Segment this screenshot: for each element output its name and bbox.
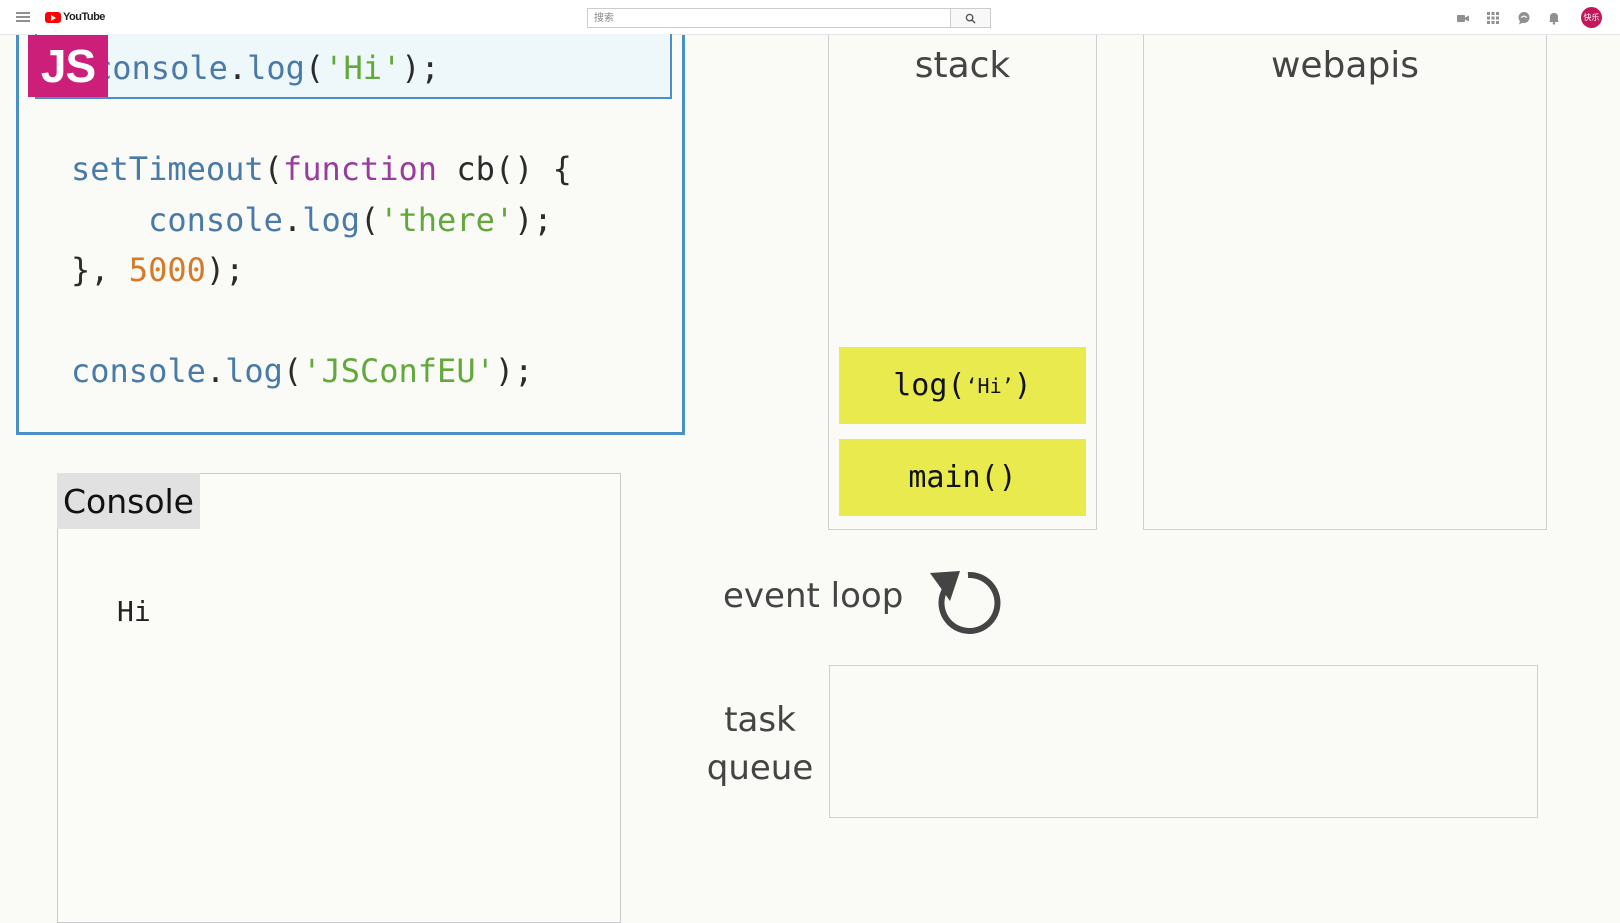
code-token: 'JSConfEU' [302, 352, 495, 390]
code-token: }, [71, 251, 129, 289]
code-token: . [282, 201, 303, 239]
search-icon [965, 13, 976, 24]
search-button[interactable] [951, 8, 991, 28]
code-line-1: console.log('Hi'); [93, 49, 440, 87]
frame-text: ) [1013, 368, 1032, 403]
js-logo: JS [28, 35, 108, 97]
code-token: ( [359, 201, 380, 239]
code-token: ( [304, 49, 325, 87]
code-token: ( [282, 352, 303, 390]
code-token: log [247, 49, 305, 87]
code-token: cb() { [437, 150, 572, 188]
frame-text: log( [893, 368, 966, 403]
task-queue-label-line2: queue [706, 748, 814, 788]
call-stack-panel: stack log(‘Hi’) main() [828, 35, 1097, 530]
youtube-play-icon [45, 11, 61, 23]
code-line-5: console.log('JSConfEU'); [71, 352, 533, 390]
hamburger-menu-icon[interactable] [16, 12, 30, 22]
code-token: log [302, 201, 360, 239]
create-video-icon[interactable] [1456, 11, 1470, 25]
code-token: setTimeout [71, 150, 264, 188]
code-token: . [205, 352, 226, 390]
notifications-bell-icon[interactable] [1547, 11, 1561, 25]
code-token: ); [205, 251, 245, 289]
stack-frame-log: log(‘Hi’) [839, 347, 1086, 424]
search-input[interactable] [587, 8, 951, 28]
event-loop-label: event loop [723, 576, 904, 616]
code-line-3: console.log('there'); [71, 201, 553, 239]
code-token: 'there' [379, 201, 515, 239]
event-loop-arrow-icon [930, 571, 1001, 634]
youtube-topbar: YouTube 快乐 [0, 0, 1620, 35]
console-panel: Console Hi [57, 473, 621, 923]
code-token: 'Hi' [324, 49, 402, 87]
code-token: ); [514, 201, 553, 239]
code-token: console [93, 49, 228, 87]
code-token: log [225, 352, 283, 390]
code-token: function [282, 150, 438, 188]
stack-title: stack [914, 45, 1011, 86]
webapis-panel: webapis [1143, 35, 1547, 530]
code-token: ( [263, 150, 283, 188]
console-title: Console [57, 473, 200, 529]
webapis-title: webapis [1270, 45, 1420, 86]
task-queue-panel [829, 665, 1538, 818]
frame-arg: ‘Hi’ [965, 373, 1014, 398]
search-bar [587, 8, 991, 28]
code-editor-panel: JS console.log('Hi'); setTimeout(functio… [16, 34, 685, 435]
code-token: 5000 [128, 251, 206, 289]
code-token: . [227, 49, 248, 87]
code-token: console [71, 352, 206, 390]
code-token: console [148, 201, 283, 239]
code-token: ); [494, 352, 534, 390]
current-line-highlight [35, 34, 672, 99]
code-line-2: setTimeout(function cb() { [71, 150, 572, 188]
code-line-4: }, 5000); [71, 251, 244, 289]
console-output-line: Hi [117, 595, 151, 628]
messages-icon[interactable] [1517, 11, 1531, 25]
task-queue-label-line1: task [724, 700, 796, 740]
task-queue-label: task queue [700, 696, 820, 792]
code-token [71, 201, 148, 239]
user-avatar[interactable]: 快乐 [1581, 7, 1602, 28]
apps-grid-icon[interactable] [1486, 11, 1500, 25]
youtube-brand-text: YouTube [63, 11, 105, 23]
code-token: ); [401, 49, 440, 87]
stack-frame-main: main() [839, 439, 1086, 516]
youtube-logo[interactable]: YouTube [45, 11, 105, 23]
